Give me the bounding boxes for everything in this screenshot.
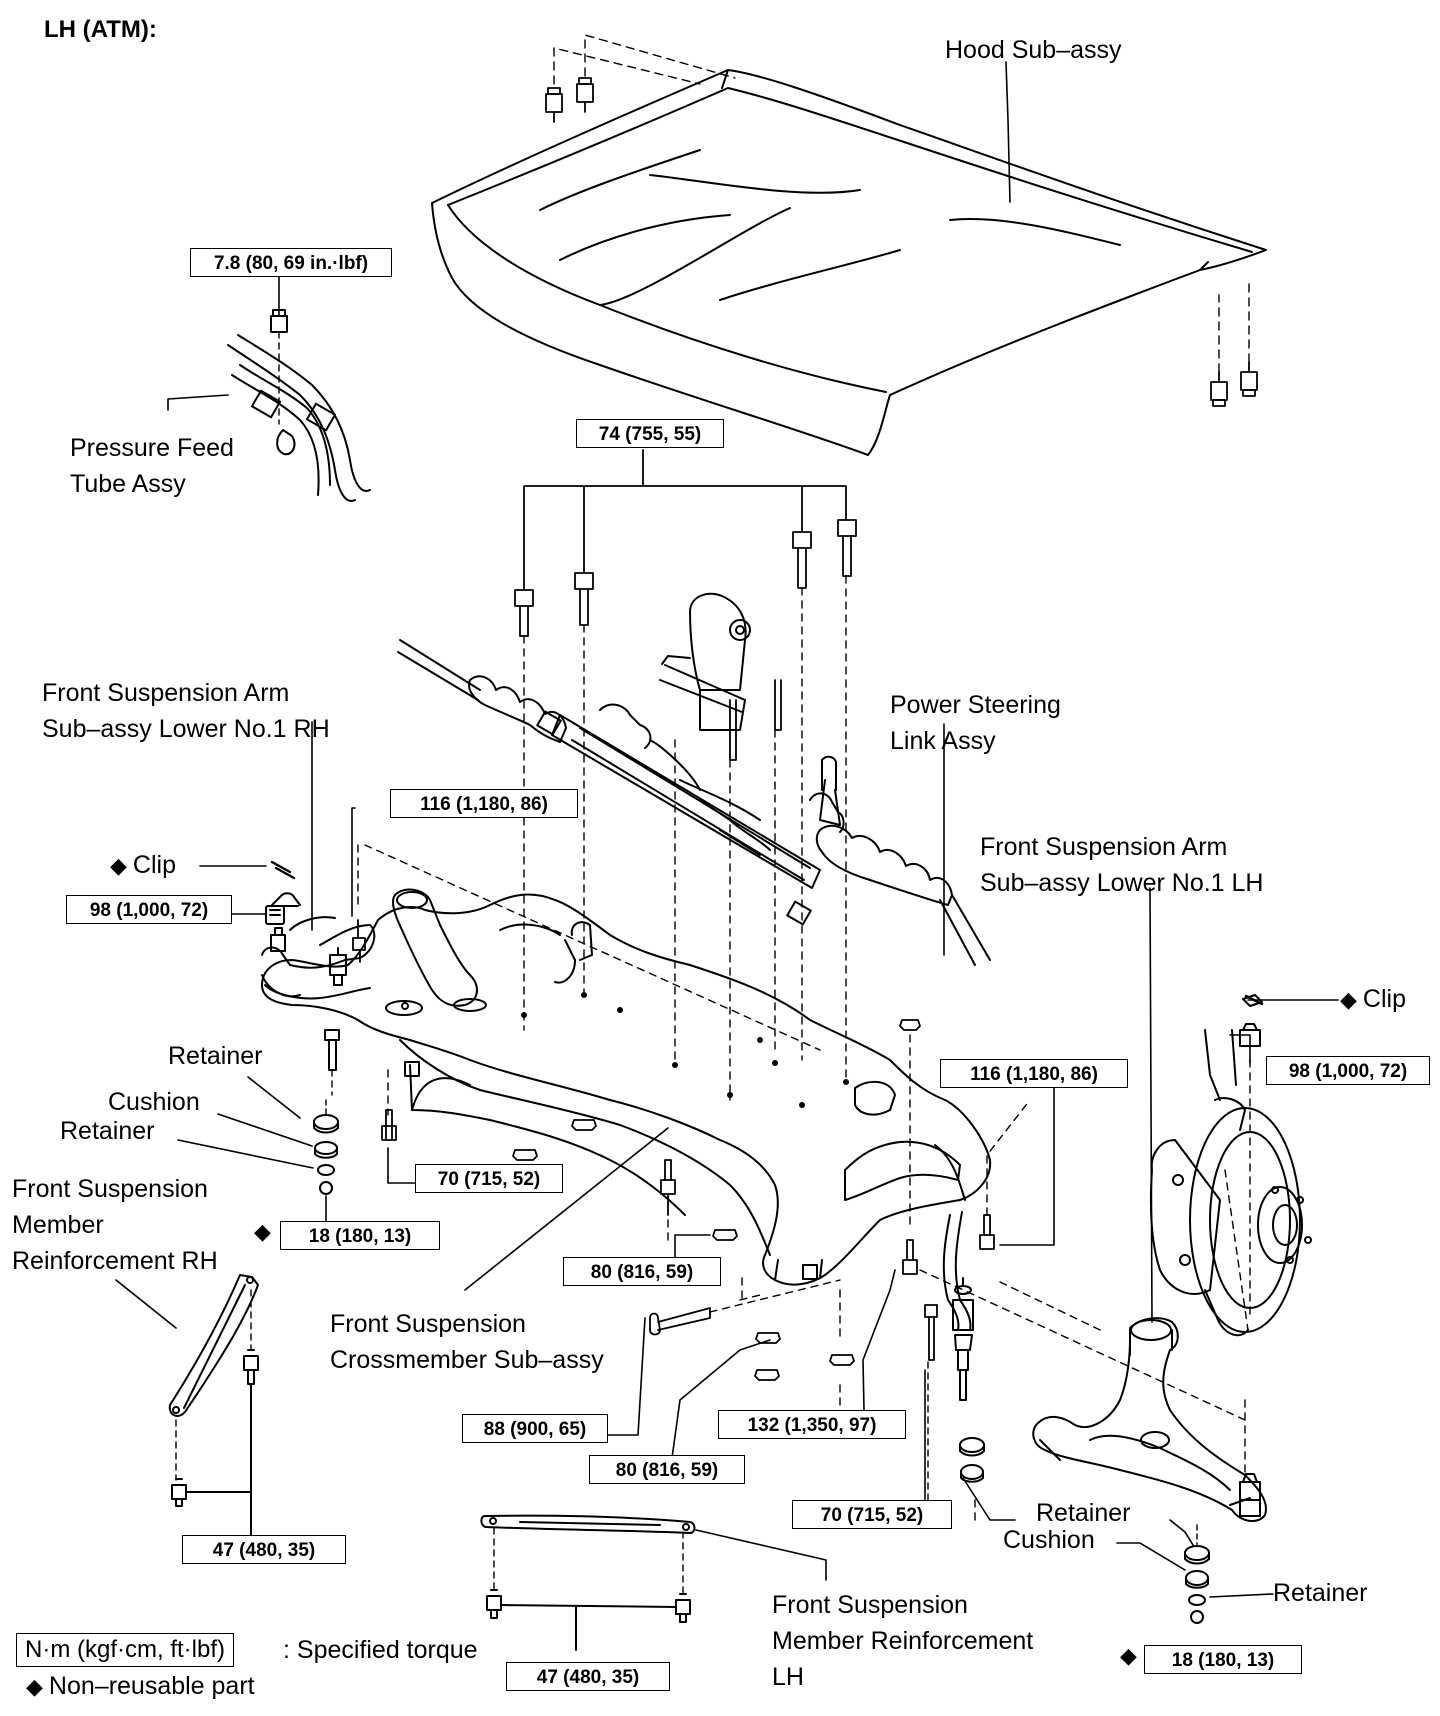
label-power-steering-line2: Link Assy bbox=[890, 727, 996, 755]
label-power-steering-line1: Power Steering bbox=[890, 691, 1061, 719]
label-reinf-lh-line1: Front Suspension bbox=[772, 1591, 968, 1619]
label-reinf-rh-line1: Front Suspension bbox=[12, 1175, 208, 1203]
nuts-drawing bbox=[270, 860, 1264, 1501]
pressure-feed-tube-drawing bbox=[227, 309, 371, 502]
label-clip-right: ◆Clip bbox=[1340, 981, 1406, 1018]
torque-box-18-right: 18 (180, 13) bbox=[1144, 1645, 1302, 1674]
non-reusable-diamond-icon: ◆ bbox=[1340, 987, 1357, 1012]
legend-specified-torque: : Specified torque bbox=[283, 1636, 478, 1664]
label-retainer-left-bottom: Retainer bbox=[60, 1117, 155, 1145]
label-pressure-feed-line2: Tube Assy bbox=[70, 470, 186, 498]
label-arm-lh-line1: Front Suspension Arm bbox=[980, 833, 1228, 861]
label-reinf-rh-line2: Member bbox=[12, 1211, 104, 1239]
legend-non-reusable-text: Non–reusable part bbox=[48, 1672, 255, 1700]
legend-torque-unit-box: N·m (kgf·cm, ft·lbf) bbox=[16, 1633, 234, 1667]
steering-knuckle-drawing bbox=[1149, 994, 1312, 1337]
torque-box-7-8: 7.8 (80, 69 in.·lbf) bbox=[190, 248, 392, 277]
torque-box-47-left: 47 (480, 35) bbox=[182, 1535, 346, 1564]
torque-box-132: 132 (1,350, 97) bbox=[718, 1410, 906, 1439]
torque-box-70-right: 70 (715, 52) bbox=[792, 1500, 952, 1529]
dashed-guides bbox=[357, 844, 1251, 1521]
label-crossmember-line2: Crossmember Sub–assy bbox=[330, 1346, 604, 1374]
label-clip-left: ◆Clip bbox=[110, 847, 176, 884]
torque-box-74: 74 (755, 55) bbox=[576, 419, 724, 448]
torque-box-116-right: 116 (1,180, 86) bbox=[940, 1059, 1128, 1088]
label-arm-rh-line2: Sub–assy Lower No.1 RH bbox=[42, 715, 330, 743]
leader-lines bbox=[115, 61, 1339, 1598]
steering-rack-drawing bbox=[397, 592, 991, 966]
label-reinf-lh-line3: LH bbox=[772, 1663, 804, 1691]
label-hood: Hood Sub–assy bbox=[945, 36, 1122, 64]
torque-box-80-lower: 80 (816, 59) bbox=[589, 1455, 745, 1484]
torque-18-left-diamond: ◆ bbox=[254, 1219, 271, 1244]
retainers-rh-drawing bbox=[313, 1099, 339, 1195]
label-arm-lh-line2: Sub–assy Lower No.1 LH bbox=[980, 869, 1264, 897]
label-reinf-lh-line2: Member Reinforcement bbox=[772, 1627, 1034, 1655]
torque-box-18-left: 18 (180, 13) bbox=[280, 1221, 440, 1250]
torque-box-47-bottom: 47 (480, 35) bbox=[506, 1662, 670, 1691]
clip-left-text: Clip bbox=[132, 851, 176, 879]
label-crossmember-line1: Front Suspension bbox=[330, 1310, 526, 1338]
lower-arm-rh-drawing bbox=[261, 892, 376, 1096]
label-pressure-feed-line1: Pressure Feed bbox=[70, 434, 234, 462]
torque-box-98-right: 98 (1,000, 72) bbox=[1266, 1056, 1430, 1085]
label-retainer-left-top: Retainer bbox=[168, 1042, 263, 1070]
diagram-title: LH (ATM): bbox=[44, 16, 157, 43]
bolts-74-drawing bbox=[514, 449, 857, 1101]
torque-box-98-left: 98 (1,000, 72) bbox=[66, 895, 232, 924]
clip-right-text: Clip bbox=[1362, 985, 1406, 1013]
hood-drawing bbox=[431, 34, 1267, 456]
reinforcement-rh-drawing bbox=[168, 1274, 259, 1536]
torque-box-70-left: 70 (715, 52) bbox=[415, 1164, 563, 1193]
label-cushion-left: Cushion bbox=[108, 1088, 200, 1116]
label-retainer-right-bottom: Retainer bbox=[1273, 1579, 1368, 1607]
retainers-lh-drawing bbox=[959, 1437, 1210, 1624]
non-reusable-diamond-icon: ◆ bbox=[110, 853, 127, 878]
label-reinf-rh-line3: Reinforcement RH bbox=[12, 1247, 218, 1275]
legend-non-reusable: ◆Non–reusable part bbox=[26, 1672, 255, 1701]
torque-box-116-left: 116 (1,180, 86) bbox=[390, 789, 578, 818]
label-retainer-right-top: Retainer bbox=[1036, 1499, 1131, 1527]
lower-arm-lh-drawing bbox=[1032, 1317, 1267, 1522]
torque-box-80-upper: 80 (816, 59) bbox=[563, 1257, 721, 1286]
torque-18-right-diamond: ◆ bbox=[1120, 1643, 1137, 1668]
label-arm-rh-line1: Front Suspension Arm bbox=[42, 679, 290, 707]
crossmember-drawing bbox=[261, 888, 992, 1286]
diamond-icon: ◆ bbox=[26, 1674, 43, 1699]
torque-box-88: 88 (900, 65) bbox=[462, 1414, 608, 1443]
stabilizer-link-drawing bbox=[942, 1211, 974, 1401]
reinforcement-lh-drawing bbox=[480, 1514, 696, 1651]
label-cushion-right: Cushion bbox=[1003, 1526, 1095, 1554]
